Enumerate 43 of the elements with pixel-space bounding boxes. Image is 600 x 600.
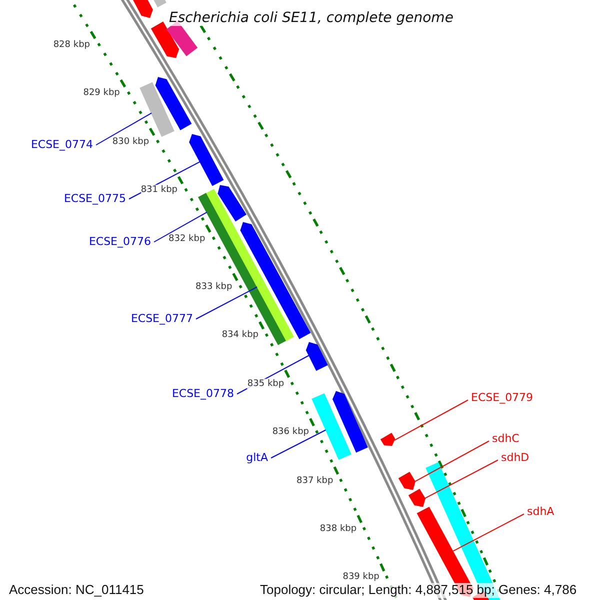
gene-label: ECSE_0778 [172, 388, 234, 401]
gene-label: sdhD [501, 452, 530, 465]
scale-label: 831 kbp [140, 185, 178, 196]
gene-feature [312, 393, 352, 460]
gene-feature [189, 134, 224, 186]
scale-label: 837 kbp [296, 475, 334, 486]
scale-label: 830 kbp [112, 136, 150, 147]
gene-label: ECSE_0774 [30, 139, 93, 152]
scale-label: 835 kbp [247, 378, 284, 389]
gene-feature [140, 82, 174, 137]
gene-label: ECSE_0776 [88, 236, 151, 249]
scale-label: 829 kbp [83, 88, 120, 99]
gene-label: ECSE_0777 [130, 313, 193, 326]
leader-line [414, 440, 490, 482]
gene-feature [332, 391, 368, 453]
gene-label: sdhA [527, 506, 554, 519]
leader-line [96, 112, 152, 146]
scale-label: 833 kbp [196, 282, 232, 292]
leader-line [452, 514, 524, 552]
leader-line [196, 286, 258, 320]
gene-feature [155, 77, 192, 130]
leader-line [270, 430, 326, 458]
gene-feature [150, 22, 180, 58]
gene-feature [218, 185, 246, 222]
gene-feature [240, 222, 311, 340]
gene-label: gltA [246, 452, 268, 465]
leader-line [424, 460, 498, 499]
leader-line [394, 400, 468, 441]
gene-label: ECSE_0779 [471, 392, 534, 405]
scale-label: 832 kbp [168, 233, 206, 244]
gene-feature [380, 432, 396, 446]
scale-label: 839 kbp [342, 572, 380, 583]
gene-label: sdhC [492, 433, 520, 446]
gene-feature [398, 472, 416, 490]
accession-text: Accession: NC_011415 [9, 583, 144, 598]
scale-label: 834 kbp [222, 330, 258, 341]
scale-label: 838 kbp [320, 524, 357, 534]
leader-line [154, 212, 208, 242]
gene-label: ECSE_0775 [64, 193, 126, 206]
gene-feature [306, 342, 328, 371]
scale-label: 836 kbp [272, 427, 309, 438]
scale-label: 828 kbp [53, 40, 90, 50]
genome-summary: Topology: circular; Length: 4,887,515 bp; Genes: 4,786 [258, 583, 579, 598]
